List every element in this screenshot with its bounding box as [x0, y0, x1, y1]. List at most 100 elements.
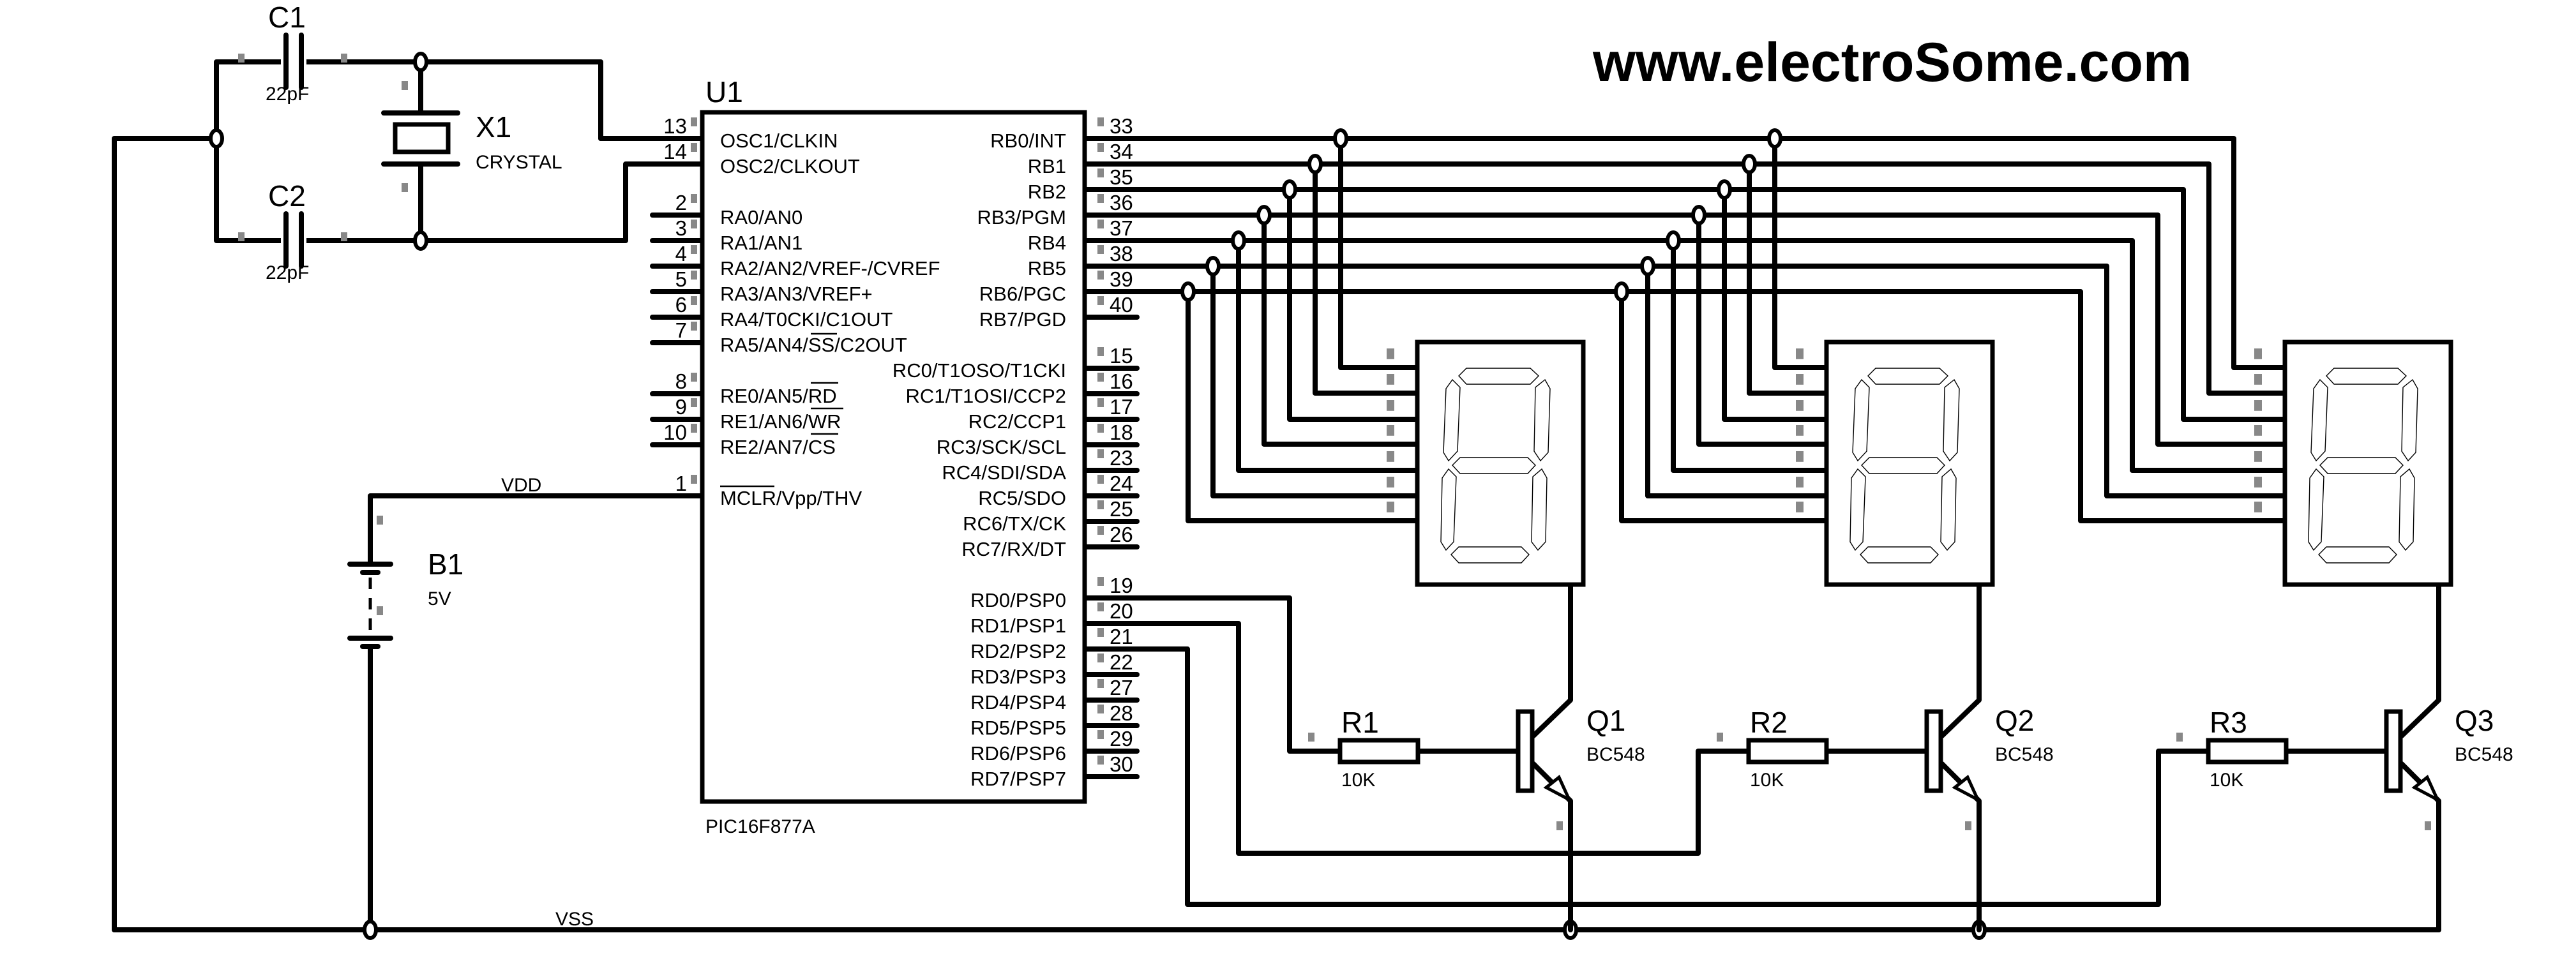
pin-marker [1097, 500, 1104, 509]
junction-dot [1256, 205, 1272, 225]
pin-marker [1097, 653, 1104, 662]
pin-number: 6 [675, 293, 687, 317]
pin-marker [1097, 220, 1104, 228]
pin-marker [1097, 245, 1104, 254]
pin-label: RA3/AN3/VREF+ [720, 283, 873, 305]
pin-marker [1097, 296, 1104, 305]
pin-number: 8 [675, 370, 687, 393]
pin-marker [2254, 374, 2262, 385]
junction-dot [1767, 128, 1782, 149]
pin-number: 22 [1110, 650, 1133, 674]
pin-marker [691, 296, 697, 305]
pin-number: 35 [1110, 165, 1133, 189]
pin-marker [1097, 449, 1104, 458]
pin-marker [1717, 733, 1723, 742]
junction-dot [1180, 281, 1196, 302]
pin-marker [691, 220, 697, 228]
rd2-wire [1134, 646, 2211, 907]
pin-number: 19 [1110, 574, 1133, 597]
pin-marker [1097, 705, 1104, 713]
drop-d2 [1747, 161, 1829, 396]
junction-dot [1282, 179, 1297, 200]
pin-label: RA4/T0CKI/C1OUT [720, 308, 893, 331]
c2-value: 22pF [266, 262, 309, 283]
pin-marker [691, 475, 697, 484]
q1-ref: Q1 [1586, 704, 1625, 737]
seven-segment-display-1 [1415, 340, 1586, 587]
c2-ref: C2 [268, 179, 306, 213]
pin-marker [1097, 628, 1104, 637]
pin-marker [1097, 730, 1104, 739]
segment-g [1533, 378, 1551, 462]
pin-marker [1097, 271, 1104, 280]
pin-number: 23 [1110, 446, 1133, 470]
components [238, 33, 2453, 830]
segment-c [1861, 457, 1945, 474]
pin-marker [1796, 348, 1804, 359]
r2-value: 10K [1750, 770, 1784, 791]
drop-d1 [1236, 238, 1420, 473]
pin-label: RC0/T1OSO/T1CKI [893, 359, 1066, 382]
pin-label: RE0/AN5/RD [720, 385, 837, 407]
segment-e [2399, 468, 2415, 551]
pin-number: 15 [1110, 344, 1133, 368]
segment-a [2326, 368, 2407, 385]
segment-b [1443, 378, 1461, 462]
junction-dot [209, 128, 224, 149]
emitter-arrow [1543, 775, 1573, 803]
segment-f [1860, 546, 1939, 564]
pin-label: RB7/PGD [979, 308, 1066, 331]
segment-e [1940, 468, 1957, 551]
drop-d1 [1210, 264, 1420, 498]
transistor-base-bar [1924, 709, 1943, 793]
pin-number: 17 [1110, 395, 1133, 419]
ic-ref-u1: U1 [705, 75, 743, 108]
pin-label: RB5 [1028, 257, 1066, 280]
resistor-r2 [1746, 738, 1829, 765]
pin-marker [1097, 398, 1104, 407]
pin-marker [1796, 451, 1804, 462]
segment-d [1440, 468, 1457, 551]
bus-rb4 [1134, 238, 2287, 473]
site-title: www.electroSome.com [1592, 32, 2192, 93]
segment-e [1531, 468, 1548, 551]
pin-marker [2425, 821, 2431, 830]
segment-g [1943, 378, 1960, 462]
junction-dot [1231, 230, 1246, 251]
pin-label: RB2 [1028, 181, 1066, 203]
pin-marker [1387, 348, 1394, 359]
vss-label: VSS [555, 909, 594, 930]
pin-number: 27 [1110, 676, 1133, 699]
bus-rb5 [1134, 264, 2287, 498]
pin-label: RA2/AN2/VREF-/CVREF [720, 257, 940, 280]
pin-marker [1097, 194, 1104, 203]
pin-label: RB0/INT [990, 130, 1066, 152]
seven-segment-display-3 [2282, 340, 2453, 587]
q2-ref: Q2 [1995, 704, 2034, 737]
pin-number: 29 [1110, 727, 1133, 750]
resistor-r1 [1337, 738, 1420, 765]
pin-label: RC2/CCP1 [968, 410, 1066, 433]
pin-marker [341, 54, 347, 63]
pin-label: RB3/PGM [977, 206, 1066, 228]
pin-label: MCLR/Vpp/THV [720, 487, 862, 509]
pin-number: 21 [1110, 625, 1133, 648]
pin-number: 39 [1110, 267, 1133, 291]
pin-label: RD0/PSP0 [970, 589, 1066, 611]
drop-d1 [1287, 187, 1420, 422]
pin-label: RC1/T1OSI/CCP2 [905, 385, 1066, 407]
rd1-wire [1134, 621, 1751, 856]
emitter-arrow [1952, 775, 1982, 803]
pin-marker [377, 606, 383, 615]
pin-marker [2254, 425, 2262, 436]
pin-label: RC7/RX/DT [961, 538, 1066, 560]
pin-marker [2254, 348, 2262, 359]
pin-marker [691, 143, 697, 152]
pin-label: RC3/SCK/SCL [937, 436, 1066, 458]
bus-rb0 [1134, 136, 2287, 370]
b1-ref: B1 [428, 548, 463, 581]
drop-d2 [1772, 136, 1829, 370]
q2-value: BC548 [1995, 744, 2054, 765]
drop-d1 [1313, 161, 1420, 396]
